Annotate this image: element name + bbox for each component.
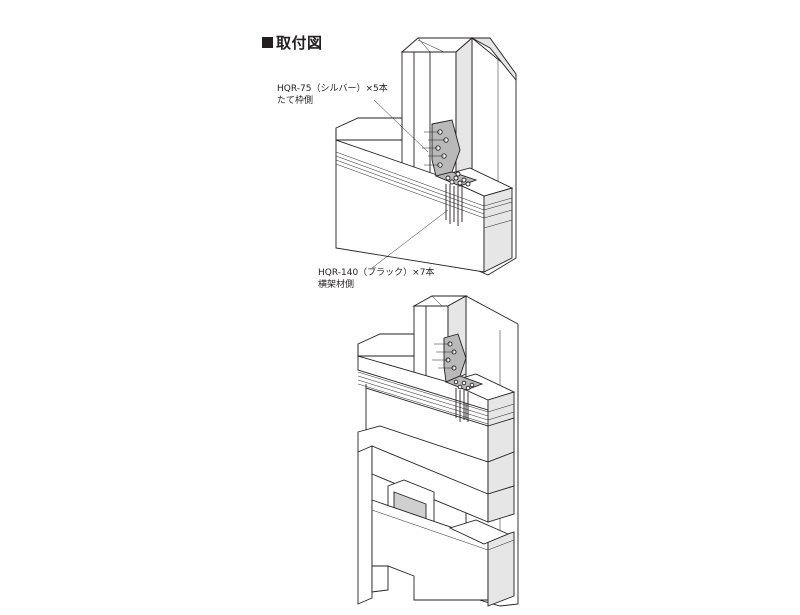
bottom-lower-frame: [357, 445, 515, 607]
figure-title-text: 取付図: [276, 34, 323, 52]
callout-vertical-frame-spec: HQR-75（シルバー）×5本: [277, 84, 388, 94]
leader-line-top: [373, 99, 429, 153]
callout-vertical-frame: HQR-75（シルバー）×5本 たて枠側: [277, 83, 388, 107]
callout-horizontal-member: HQR-140（ブラック）×7本 横架材側: [318, 267, 434, 291]
callout-horizontal-member-spec: HQR-140（ブラック）×7本: [318, 268, 435, 278]
title-square-icon: [262, 37, 273, 48]
top-horizontal-beam: [335, 117, 514, 273]
top-assembly: [335, 37, 517, 276]
bottom-assembly: [357, 295, 519, 607]
figure-title: 取付図: [262, 32, 323, 53]
bottom-angle-bracket: [432, 333, 484, 422]
callout-vertical-frame-side: たて枠側: [277, 96, 314, 106]
callout-horizontal-member-side: 横架材側: [318, 280, 355, 290]
top-angle-bracket: [422, 119, 478, 226]
leader-line-bottom: [371, 209, 449, 269]
bottom-header: [357, 384, 515, 495]
